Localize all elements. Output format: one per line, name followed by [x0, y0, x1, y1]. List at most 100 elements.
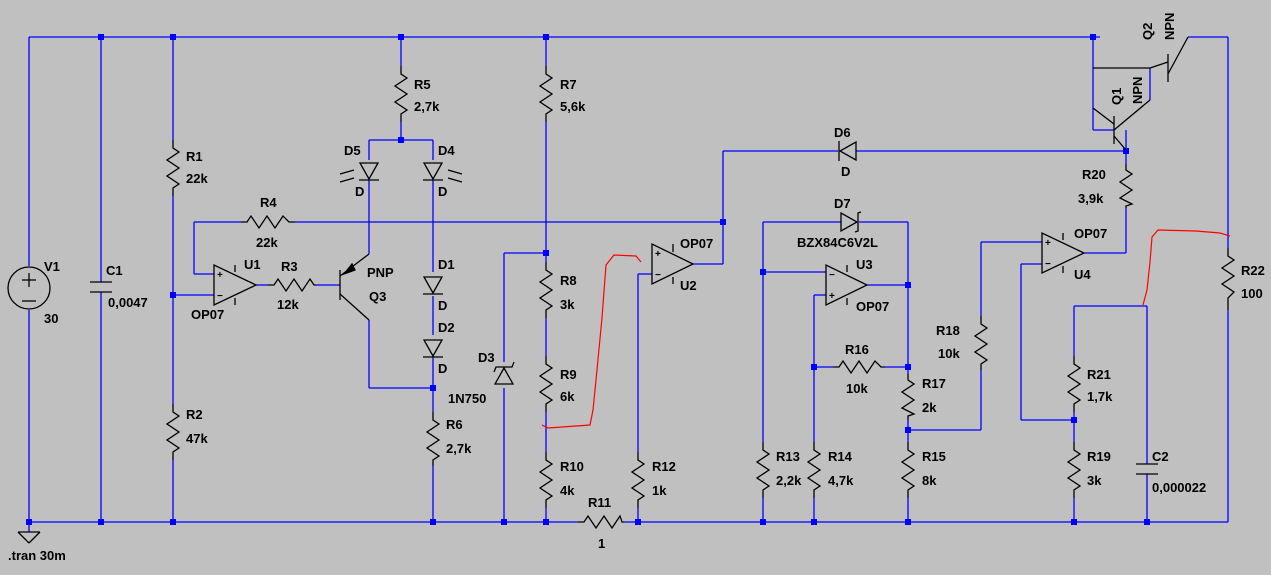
- label-r22-value: 100: [1241, 286, 1263, 301]
- label-r5-value: 2,7k: [414, 99, 440, 114]
- label-r10-name: R10: [560, 459, 584, 474]
- diodes[interactable]: [339, 140, 862, 385]
- label-d1-name: D1: [438, 257, 455, 272]
- label-v1-name: V1: [44, 259, 60, 274]
- label-u4-value: OP07: [1074, 226, 1107, 241]
- label-d2-name: D2: [438, 320, 455, 335]
- resistor-r7: [538, 66, 554, 122]
- svg-text:+: +: [217, 270, 223, 281]
- diode-d6: [838, 140, 857, 162]
- label-r18-value: 10k: [938, 346, 960, 361]
- label-c1-name: C1: [106, 263, 123, 278]
- label-u4-name: U4: [1074, 267, 1091, 282]
- opamp-u3: − +: [825, 263, 869, 307]
- resistor-r5: [393, 66, 409, 122]
- label-r14-name: R14: [828, 449, 853, 464]
- label-r15-value: 8k: [922, 473, 937, 488]
- svg-text:−: −: [1045, 259, 1051, 270]
- resistor-r6: [425, 412, 441, 466]
- resistor-r22: [1220, 248, 1236, 310]
- diode-d1: [422, 276, 444, 295]
- opamp-u1: + −: [213, 263, 258, 307]
- label-r16-name: R16: [845, 342, 869, 357]
- opamp-u2: + −: [651, 242, 695, 286]
- label-r12-name: R12: [652, 459, 676, 474]
- diode-d3: [493, 361, 515, 385]
- label-q3-name: Q3: [369, 289, 386, 304]
- label-c1-value: 0,0047: [108, 295, 148, 310]
- label-r6-value: 2,7k: [446, 441, 472, 456]
- label-q3-value: PNP: [367, 265, 394, 280]
- label-r15-name: R15: [922, 449, 946, 464]
- label-d7-name: D7: [834, 196, 851, 211]
- transistors[interactable]: [339, 36, 1189, 321]
- label-d4-name: D4: [438, 143, 455, 158]
- label-r7-name: R7: [560, 77, 577, 92]
- resistor-r1: [165, 140, 181, 196]
- label-q1-name: Q1: [1109, 88, 1124, 105]
- transistor-q2: [1093, 36, 1189, 82]
- label-d2-value: D: [438, 361, 447, 376]
- label-u3-name: U3: [856, 257, 873, 272]
- label-d5-name: D5: [344, 143, 361, 158]
- label-r8-name: R8: [560, 273, 577, 288]
- label-q2-name: Q2: [1140, 23, 1155, 40]
- resistor-r21: [1066, 356, 1082, 412]
- label-r11-name: R11: [588, 495, 611, 510]
- label-r7-value: 5,6k: [560, 99, 586, 114]
- wires: [28, 36, 1229, 532]
- diode-d2: [422, 339, 444, 358]
- capacitor-c2[interactable]: [1136, 463, 1158, 475]
- label-q1-value: NPN: [1130, 77, 1145, 104]
- resistor-r19: [1066, 442, 1082, 498]
- label-r1-name: R1: [186, 149, 203, 164]
- label-r21-name: R21: [1087, 367, 1111, 382]
- resistor-r12: [630, 452, 646, 508]
- label-d1-value: D: [438, 298, 447, 313]
- svg-text:−: −: [655, 270, 661, 281]
- label-r17-name: R17: [922, 376, 946, 391]
- label-r20-name: R20: [1082, 167, 1106, 182]
- transistor-q1: [1092, 99, 1151, 151]
- label-d3-value: 1N750: [448, 391, 486, 406]
- label-r2-name: R2: [186, 407, 203, 422]
- label-q2-value: NPN: [1162, 13, 1177, 40]
- resistor-r11: [578, 514, 624, 530]
- resistor-r13: [755, 442, 771, 498]
- label-r20-value: 3,9k: [1078, 191, 1104, 206]
- label-r17-value: 2k: [922, 400, 937, 415]
- label-r22-name: R22: [1241, 263, 1265, 278]
- label-r4-name: R4: [260, 195, 277, 210]
- opamps[interactable]: + − + − − + + −: [213, 231, 1086, 307]
- resistor-r3: [268, 277, 316, 293]
- capacitor-c1[interactable]: [90, 281, 112, 293]
- resistors[interactable]: [165, 66, 1236, 530]
- label-v1-value: 30: [44, 311, 58, 326]
- opamp-u4: + −: [1041, 231, 1086, 275]
- label-u1-value: OP07: [191, 307, 224, 322]
- tran-directive: .tran 30m: [8, 548, 66, 563]
- label-r19-name: R19: [1087, 449, 1111, 464]
- label-r3-value: 12k: [277, 297, 299, 312]
- label-r9-value: 6k: [560, 389, 575, 404]
- label-r18-name: R18: [936, 323, 960, 338]
- label-r6-name: R6: [446, 417, 463, 432]
- label-c2-value: 0,000022: [1152, 480, 1206, 495]
- svg-text:+: +: [1045, 238, 1051, 249]
- source-v1[interactable]: [7, 266, 51, 310]
- label-d4-value: D: [438, 184, 447, 199]
- svg-text:−: −: [829, 270, 835, 281]
- label-r16-value: 10k: [846, 381, 868, 396]
- resistor-r2: [165, 404, 181, 460]
- resistor-r8: [538, 262, 554, 318]
- resistor-r17: [900, 374, 916, 420]
- resistor-r20: [1118, 164, 1134, 208]
- ground-icon: [17, 531, 41, 544]
- label-r11-value: 1: [598, 536, 605, 551]
- diode-d4: [422, 162, 463, 183]
- label-d6-value: D: [841, 164, 850, 179]
- label-r12-value: 1k: [652, 483, 667, 498]
- label-u3-value: OP07: [856, 299, 889, 314]
